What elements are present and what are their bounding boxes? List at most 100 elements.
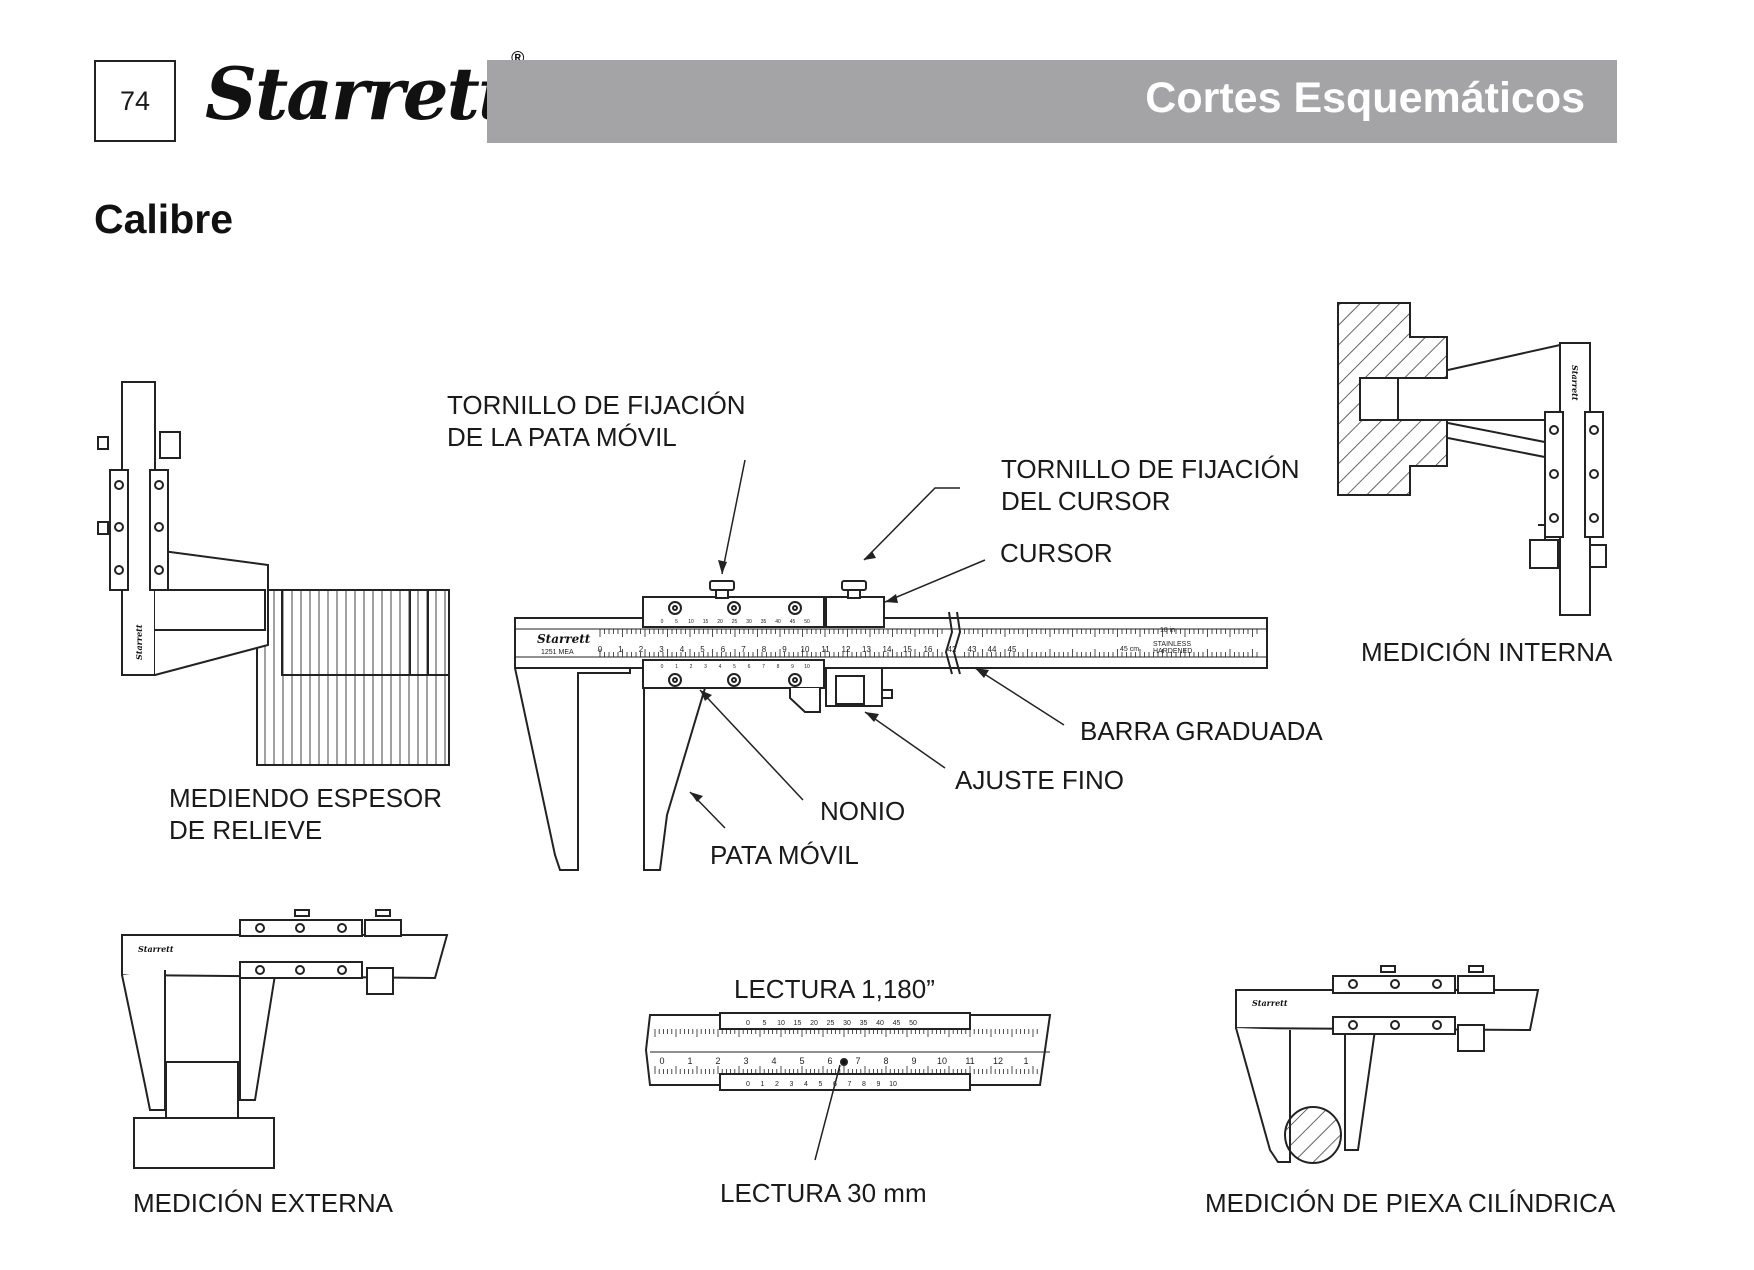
scale-number: 8: [762, 645, 767, 654]
scale-number: 10: [937, 1056, 947, 1066]
scale-number: 25: [827, 1020, 835, 1027]
scale-number: 45: [1008, 645, 1017, 654]
scale-number: 2: [690, 664, 693, 670]
label-tornillo-cursor-1: TORNILLO DE FIJACIÓN: [1001, 454, 1300, 484]
scale-number: 35: [860, 1020, 868, 1027]
hardened-mark: HARDENED: [1153, 648, 1192, 655]
externa-workpiece-top: [165, 1061, 239, 1119]
scale-number: 20: [717, 619, 723, 625]
scale-number: 12: [993, 1056, 1003, 1066]
scale-number: 4: [680, 645, 685, 654]
label-barra-graduada: BARRA GRADUADA: [1080, 716, 1323, 746]
externa-brand: Starrett: [138, 944, 174, 954]
scale-number: 7: [741, 645, 746, 654]
caption-relieve-1: MEDIENDO ESPESOR: [169, 783, 442, 813]
label-tornillo-pata-2: DE LA PATA MÓVIL: [447, 422, 677, 452]
reading-vernier-top: [719, 1012, 971, 1030]
scale-number: 50: [909, 1020, 917, 1027]
relieve-brand: Starrett: [134, 624, 144, 660]
scale-number: 3: [790, 1081, 794, 1088]
scale-number: 9: [782, 645, 787, 654]
main-labels: TORNILLO DE FIJACIÓN DE LA PATA MÓVIL TO…: [447, 390, 1323, 870]
page-number: 74: [94, 60, 176, 142]
relieve-diagram: Starrett: [97, 381, 450, 766]
scale-number: 5: [799, 1056, 804, 1066]
scale-number: 20: [810, 1020, 818, 1027]
scale-number: 8: [883, 1056, 888, 1066]
scale-number: 1: [618, 645, 623, 654]
scale-number: 4: [771, 1056, 776, 1066]
scale-number: 43: [968, 645, 977, 654]
scale-number: 13: [862, 645, 871, 654]
scale-number: 10: [777, 1020, 785, 1027]
scale-number: 44: [988, 645, 997, 654]
scale-number: 8: [862, 1081, 866, 1088]
scale-number: 3: [704, 664, 707, 670]
label-tornillo-pata-1: TORNILLO DE FIJACIÓN: [447, 390, 746, 420]
scale-number: 5: [763, 1020, 767, 1027]
scale-number: 50: [804, 619, 810, 625]
scale-number: 9: [911, 1056, 916, 1066]
caption-externa: MEDICIÓN EXTERNA: [133, 1188, 394, 1218]
scale-number: 9: [791, 664, 794, 670]
scale-number: 10: [801, 645, 810, 654]
scale-number: 9: [877, 1081, 881, 1088]
cylinder-workpiece: [1284, 1106, 1342, 1164]
cursor: [825, 596, 885, 628]
scale-number: 40: [775, 619, 781, 625]
scale-number: 6: [748, 664, 751, 670]
scale-number: 1: [687, 1056, 692, 1066]
inch-end: 18 in: [1160, 627, 1175, 634]
cilindrica-brand: Starrett: [1252, 998, 1288, 1008]
externa-diagram: Starrett: [121, 909, 449, 1169]
scale-number: 35: [761, 619, 767, 625]
scale-number: 3: [659, 645, 664, 654]
starrett-logo: Starrett®: [205, 49, 524, 130]
label-tornillo-cursor-2: DEL CURSOR: [1001, 486, 1171, 516]
banner-title: Cortes Esquemáticos: [1145, 74, 1585, 122]
scale-number: 7: [848, 1081, 852, 1088]
label-ajuste-fino: AJUSTE FINO: [955, 765, 1124, 795]
scale-number: 45: [893, 1020, 901, 1027]
label-nonio: NONIO: [820, 796, 905, 826]
beam-brand: Starrett: [537, 632, 591, 646]
scale-number: 30: [746, 619, 752, 625]
scale-number: 1: [675, 664, 678, 670]
scale-number: 6: [827, 1056, 832, 1066]
scale-number: 4: [719, 664, 722, 670]
scale-number: 10: [889, 1081, 897, 1088]
scale-number: 30: [843, 1020, 851, 1027]
scale-number: 0: [598, 645, 603, 654]
scale-number: 5: [675, 619, 678, 625]
caption-lectura-mm: LECTURA 30 mm: [720, 1178, 927, 1208]
title-banner: Cortes Esquemáticos: [487, 60, 1617, 143]
main-caliper: Starrett 1251 MEA 18 in 45 cm STAINLESS …: [514, 580, 1268, 871]
scale-number: 3: [743, 1056, 748, 1066]
caption-lectura-in: LECTURA 1,180”: [734, 974, 935, 1004]
scale-number: 5: [700, 645, 705, 654]
scale-number: 16: [924, 645, 933, 654]
interna-brand: Starrett: [1570, 365, 1580, 401]
section-title: Calibre: [94, 196, 233, 242]
scale-number: 45: [790, 619, 796, 625]
label-cursor: CURSOR: [1000, 538, 1113, 568]
cursor-lock-screw: [841, 580, 867, 591]
scale-number: 0: [661, 664, 664, 670]
scale-number: 0: [659, 1056, 664, 1066]
scale-number: 5: [819, 1081, 823, 1088]
scale-number: 15: [903, 645, 912, 654]
scale-number: 2: [715, 1056, 720, 1066]
label-pata-movil: PATA MÓVIL: [710, 840, 859, 870]
caption-interna: MEDICIÓN INTERNA: [1361, 637, 1613, 667]
jaw-lock-screw: [709, 580, 735, 591]
scale-number: 0: [746, 1020, 750, 1027]
scale-number: 7: [855, 1056, 860, 1066]
scale-number: 5: [733, 664, 736, 670]
scale-number: 6: [721, 645, 726, 654]
scale-number: 2: [639, 645, 644, 654]
scale-number: 40: [876, 1020, 884, 1027]
scale-number: 12: [842, 645, 851, 654]
